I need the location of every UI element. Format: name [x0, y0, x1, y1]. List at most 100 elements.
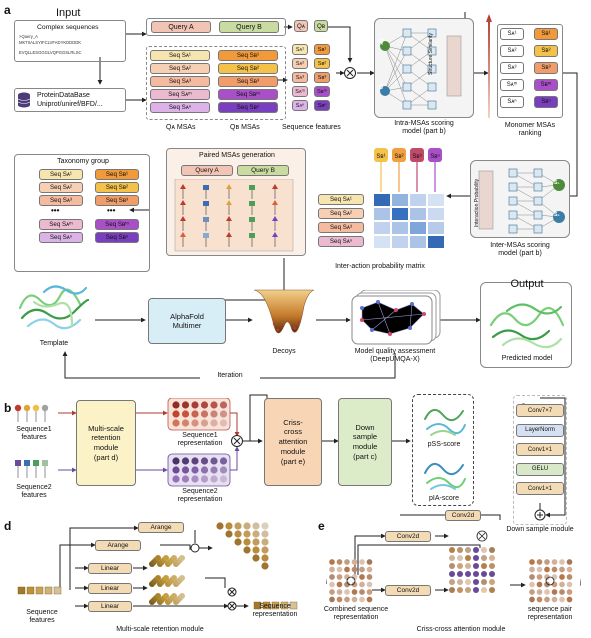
e-output-cell — [536, 559, 543, 565]
msr-detail-glyphs — [17, 522, 298, 610]
e-input-cell — [366, 574, 373, 580]
d-linear-output — [179, 575, 185, 581]
e-attention-cell — [472, 586, 480, 594]
feature-a-cell: Sᴀᵐ — [292, 86, 308, 97]
probability-cell — [428, 236, 444, 248]
seq2-features-line-1: Sequence2 — [16, 484, 52, 491]
taxonomy-b-cell: Seq Sʙ¹ — [95, 169, 139, 180]
qa-msas-label: Qᴀ MSAs — [166, 124, 196, 131]
d-decay-cell — [243, 522, 251, 530]
taxonomy-a-cell: Seq Sᴀⁿ — [39, 232, 83, 243]
e-attention-cell — [464, 554, 472, 562]
taxonomy-b-cell: Seq Sʙ³ — [95, 195, 139, 206]
s2-node-label: S₂ — [554, 212, 560, 218]
rep1-cell — [181, 419, 190, 427]
probability-cell — [410, 236, 426, 248]
d-decay-cell — [252, 522, 260, 530]
s-node-label: S — [379, 85, 384, 91]
rep2-cell — [191, 457, 199, 465]
cca-line-3: attention — [278, 437, 308, 447]
cca-line-4: module — [280, 446, 306, 456]
pia-score-label: pIA-score — [429, 495, 459, 502]
e-input-cell — [336, 566, 343, 573]
d-decay-cell — [261, 554, 269, 562]
conv2d-top: Conv2d — [445, 510, 481, 521]
feature-b-cell: Sʙ³ — [314, 72, 330, 83]
d-input-line-2: features — [29, 617, 55, 624]
e-input-cell — [351, 596, 358, 603]
e-input-cell — [329, 566, 335, 573]
ranking-left-cell: Sᴀ³ — [500, 62, 524, 74]
taxonomy-ellipsis-a: ••• — [51, 206, 60, 215]
e-output-cell — [566, 559, 573, 565]
msr-line-2: retention — [91, 433, 121, 443]
alphafold-line-1: AlphaFold — [170, 312, 204, 321]
template-label: Template — [39, 340, 69, 347]
seq-line-3: EVQLLESGGGLVQPGGSLRLSC — [19, 50, 82, 55]
feature-a-cell: Sᴀ³ — [292, 72, 308, 83]
rep2-line-1: Sequence2 — [182, 488, 218, 495]
probability-cell — [410, 208, 426, 220]
e-output-cell — [566, 589, 573, 595]
d-linear-output — [163, 555, 169, 561]
ranking-right-cell: Sʙ³ — [534, 62, 558, 74]
qb-msas-label: Qʙ MSAs — [230, 124, 260, 131]
d-linear-output — [155, 593, 161, 599]
d-caption: Multi-scale retention module — [116, 626, 204, 633]
seq1-lollipop-head — [14, 404, 22, 412]
e-input-cell — [329, 596, 335, 603]
rep2-cell — [172, 457, 180, 465]
d-decay-cell — [243, 546, 251, 554]
d-output-line-2: representation — [252, 611, 298, 618]
intra-msas-scoring-box: Q S Structure Similarity — [374, 18, 474, 118]
d-linear-output — [163, 575, 169, 581]
e-output-cell — [529, 596, 535, 603]
e-input-cell — [366, 566, 373, 573]
probability-column-label: Sʙ² — [394, 154, 403, 160]
taxonomy-group-label: Taxonomy group — [57, 158, 109, 165]
d-input-feature — [44, 586, 53, 595]
d-decay-cell — [225, 522, 233, 530]
paired-msa-arrowhead — [226, 184, 232, 189]
e-input-cell — [359, 574, 365, 580]
e-attention-cell — [456, 570, 464, 578]
rep2-cell — [181, 466, 190, 474]
rep1-cell — [172, 401, 180, 409]
rep2-cell — [181, 457, 190, 465]
d-linear-output — [171, 575, 177, 581]
paired-msa-arrowhead — [226, 232, 232, 237]
query-b-chip: Query B — [219, 21, 279, 33]
e-attention-cell — [464, 578, 472, 586]
d-decay-cell — [261, 546, 269, 554]
e-input-cell — [329, 589, 335, 595]
rep2-cell — [172, 466, 180, 474]
output-box: Output Predicted model — [480, 278, 572, 368]
qb-msa-row: Seq Sʙⁿ — [218, 102, 278, 113]
e-output-cell — [529, 566, 535, 573]
d-decay-cell — [216, 522, 224, 530]
e-input-cell — [366, 581, 373, 588]
qb-msa-row: Seq Sʙ² — [218, 63, 278, 74]
rep2-cell — [210, 475, 218, 483]
predicted-model-label: Predicted model — [501, 355, 553, 362]
seq2-lollipop-head — [33, 460, 39, 466]
probability-row-label: Seq Sᴀ² — [318, 208, 364, 219]
e-caption: Criss-cross attention module — [416, 626, 506, 633]
ranking-left-cell: Sᴀ² — [500, 45, 524, 57]
complex-sequences-label: Complex sequences — [37, 24, 99, 31]
mqa-label-2: (DeepUMQA-X) — [370, 356, 420, 363]
rep1-cell — [172, 419, 180, 427]
e-input-cell — [359, 596, 365, 603]
panel-label-e: e — [318, 519, 325, 533]
decoys-label: Decoys — [272, 348, 296, 355]
cca-line-5: (part e) — [280, 456, 306, 466]
ranking-left-cell: Sᴀ¹ — [500, 28, 524, 40]
rep2-cell — [210, 466, 218, 474]
paired-msa-arrowhead — [180, 184, 186, 189]
feature-a-cell: Sᴀ¹ — [292, 44, 308, 55]
database-line-2: Uniprot/uniref/BFD/... — [37, 101, 103, 108]
interaction-probability-label: Interaction Probability — [474, 178, 480, 227]
paired-msa-arrowhead — [272, 200, 278, 205]
d-input-feature — [35, 586, 44, 595]
